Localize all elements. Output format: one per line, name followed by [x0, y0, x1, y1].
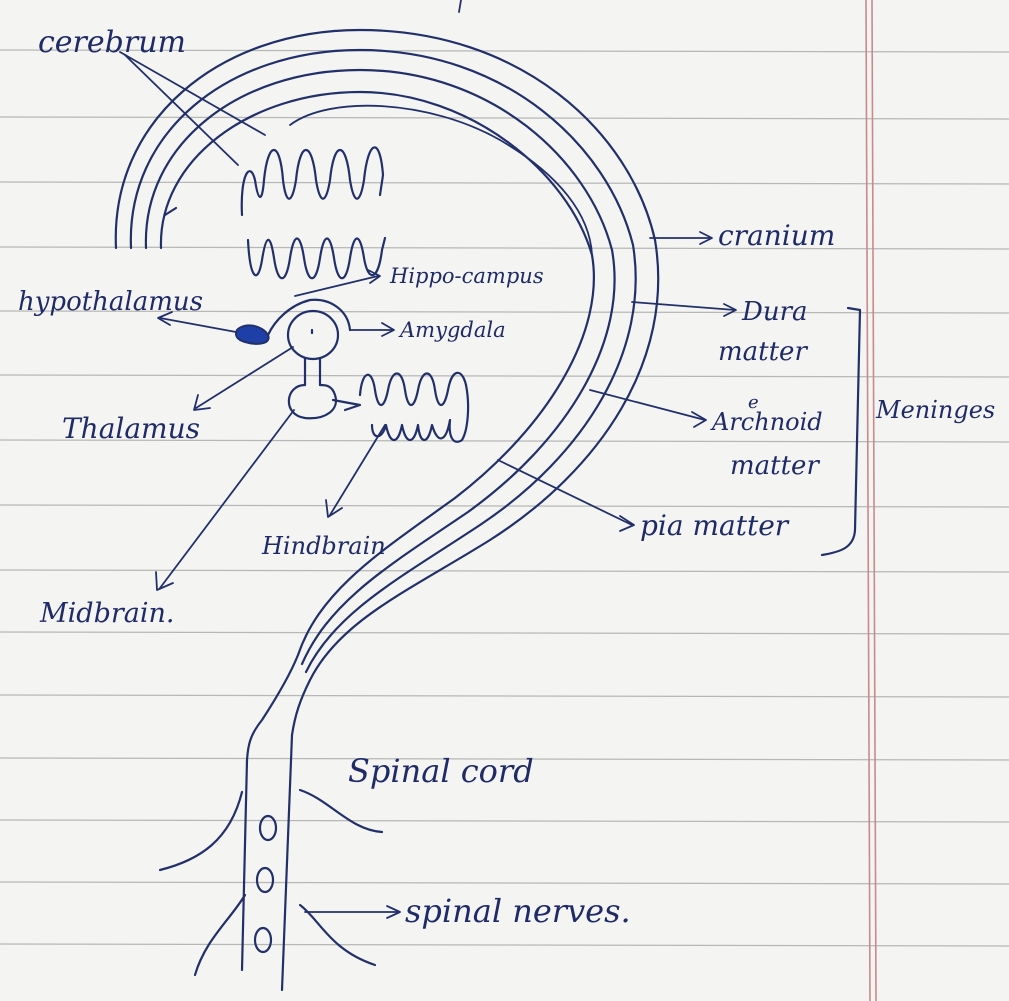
label-cranium: cranium	[718, 219, 835, 252]
cerebrum-arcs	[116, 30, 655, 255]
vertebra-hole	[255, 928, 271, 952]
label-dura: Dura	[741, 297, 808, 327]
label-arachnoid-insert: e	[748, 392, 759, 413]
meninges-bracket	[822, 308, 860, 555]
cerebrum-gyri-upper	[242, 147, 383, 215]
label-spinal-cord: Spinal cord	[348, 752, 534, 790]
spinal-cord	[242, 735, 292, 990]
hindbrain-gyri	[360, 373, 468, 442]
label-midbrain: Midbrain.	[39, 598, 174, 629]
cerebrum-gyri-lower	[248, 238, 385, 278]
vertebra-hole	[257, 868, 273, 892]
label-meninges: Meninges	[875, 396, 995, 424]
vertebra-hole	[260, 816, 276, 840]
label-dura-matter: matter	[718, 337, 808, 367]
label-hindbrain: Hindbrain	[261, 532, 386, 560]
label-amygdala: Amygdala	[398, 318, 506, 342]
label-cerebrum: cerebrum	[38, 25, 186, 60]
margin-line	[866, 0, 876, 1001]
label-pia-matter: pia matter	[640, 509, 790, 542]
meninges-layers	[247, 106, 658, 760]
label-arachnoid: Archnoid	[710, 408, 823, 436]
top-mark	[459, 0, 461, 12]
label-hypothalamus: hypothalamus	[18, 287, 203, 317]
label-hippocampus: Hippo-campus	[389, 264, 544, 288]
label-spinal-nerves: spinal nerves.	[405, 892, 631, 930]
label-arachnoid-matter: matter	[730, 451, 820, 481]
ruled-lines	[0, 50, 1009, 946]
label-thalamus: Thalamus	[62, 412, 200, 445]
